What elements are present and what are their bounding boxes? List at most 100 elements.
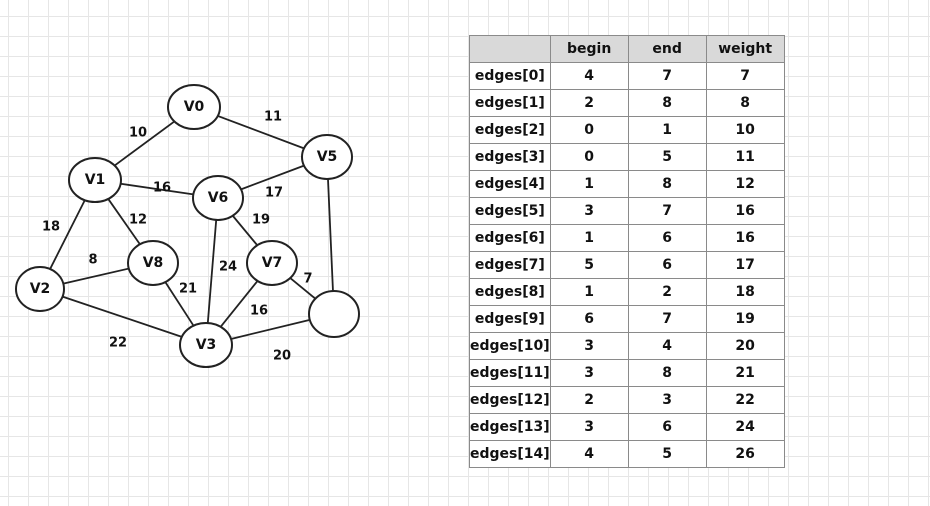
edge-name-cell: edges[1] bbox=[469, 89, 551, 117]
end-cell: 8 bbox=[627, 170, 707, 198]
edge-v1-v8 bbox=[107, 198, 141, 245]
edge-name-cell: edges[5] bbox=[469, 197, 551, 225]
begin-cell: 2 bbox=[549, 386, 629, 414]
weight-cell: 21 bbox=[705, 359, 785, 387]
edge-v3-v4 bbox=[230, 318, 311, 340]
end-cell: 4 bbox=[627, 332, 707, 360]
edge-name-cell: edges[10] bbox=[469, 332, 551, 360]
header-weight: weight bbox=[705, 35, 785, 63]
edge-name-cell: edges[13] bbox=[469, 413, 551, 441]
edge-name-cell: edges[6] bbox=[469, 224, 551, 252]
edge-v0-v5 bbox=[217, 115, 305, 150]
end-cell: 1 bbox=[627, 116, 707, 144]
begin-cell: 4 bbox=[549, 62, 629, 90]
edge-v6-v5 bbox=[240, 164, 305, 191]
weight-cell: 17 bbox=[705, 251, 785, 279]
node-circle bbox=[179, 322, 233, 368]
end-cell: 2 bbox=[627, 278, 707, 306]
node-label: V7 bbox=[262, 255, 283, 271]
begin-cell: 4 bbox=[549, 440, 629, 468]
node-label: V2 bbox=[30, 281, 51, 297]
weight-cell: 18 bbox=[705, 278, 785, 306]
end-cell: 6 bbox=[627, 413, 707, 441]
begin-cell: 2 bbox=[549, 89, 629, 117]
edge-weight-label: 16 bbox=[250, 304, 268, 319]
weight-cell: 20 bbox=[705, 332, 785, 360]
weight-cell: 22 bbox=[705, 386, 785, 414]
edge-name-cell: edges[14] bbox=[469, 440, 551, 468]
node-label: V3 bbox=[196, 337, 217, 353]
end-cell: 7 bbox=[627, 197, 707, 225]
edge-weight-label: 19 bbox=[252, 213, 270, 228]
node-circle bbox=[308, 290, 360, 338]
edge-weight-label: 17 bbox=[265, 186, 283, 201]
edge-name-cell: edges[7] bbox=[469, 251, 551, 279]
edge-weight-label: 12 bbox=[129, 213, 147, 228]
weight-cell: 11 bbox=[705, 143, 785, 171]
edge-v1-v6 bbox=[120, 182, 194, 196]
begin-cell: 1 bbox=[549, 278, 629, 306]
weight-cell: 10 bbox=[705, 116, 785, 144]
edge-weight-label: 8 bbox=[88, 253, 97, 268]
weight-cell: 24 bbox=[705, 413, 785, 441]
end-cell: 5 bbox=[627, 440, 707, 468]
edge-weight-label: 11 bbox=[264, 110, 282, 125]
node-v3: V3 bbox=[179, 322, 233, 368]
end-cell: 8 bbox=[627, 89, 707, 117]
edge-name-cell: edges[11] bbox=[469, 359, 551, 387]
node-label: V5 bbox=[317, 149, 338, 165]
edge-weight-label: 10 bbox=[129, 126, 147, 141]
weight-cell: 16 bbox=[705, 197, 785, 225]
node-circle bbox=[192, 175, 244, 221]
edge-v8-v3 bbox=[164, 281, 195, 327]
weight-cell: 16 bbox=[705, 224, 785, 252]
edge-name-cell: edges[3] bbox=[469, 143, 551, 171]
node-v1: V1 bbox=[68, 157, 122, 203]
edge-weight-label: 7 bbox=[303, 272, 312, 287]
end-cell: 7 bbox=[627, 305, 707, 333]
edge-v2-v8 bbox=[63, 267, 130, 285]
begin-cell: 3 bbox=[549, 359, 629, 387]
begin-cell: 0 bbox=[549, 143, 629, 171]
node-circle bbox=[246, 240, 298, 286]
begin-cell: 1 bbox=[549, 170, 629, 198]
end-cell: 6 bbox=[627, 224, 707, 252]
node-label: V8 bbox=[143, 255, 164, 271]
edge-v5-v4 bbox=[327, 178, 334, 292]
end-cell: 6 bbox=[627, 251, 707, 279]
begin-cell: 1 bbox=[549, 224, 629, 252]
weight-cell: 8 bbox=[705, 89, 785, 117]
node-v2: V2 bbox=[15, 266, 65, 312]
table-header-row: begin end weight bbox=[469, 35, 785, 63]
edge-weight-label: 16 bbox=[153, 181, 171, 196]
node-v7: V7 bbox=[246, 240, 298, 286]
header-begin: begin bbox=[549, 35, 629, 63]
weight-cell: 7 bbox=[705, 62, 785, 90]
end-cell: 5 bbox=[627, 143, 707, 171]
begin-cell: 0 bbox=[549, 116, 629, 144]
edge-weight-label: 21 bbox=[179, 282, 197, 297]
edge-weight-label: 24 bbox=[219, 260, 237, 275]
end-cell: 3 bbox=[627, 386, 707, 414]
node-circle bbox=[301, 134, 353, 180]
edge-name-cell: edges[2] bbox=[469, 116, 551, 144]
edge-name-cell: edges[0] bbox=[469, 62, 551, 90]
node-circle bbox=[127, 240, 179, 286]
begin-cell: 5 bbox=[549, 251, 629, 279]
